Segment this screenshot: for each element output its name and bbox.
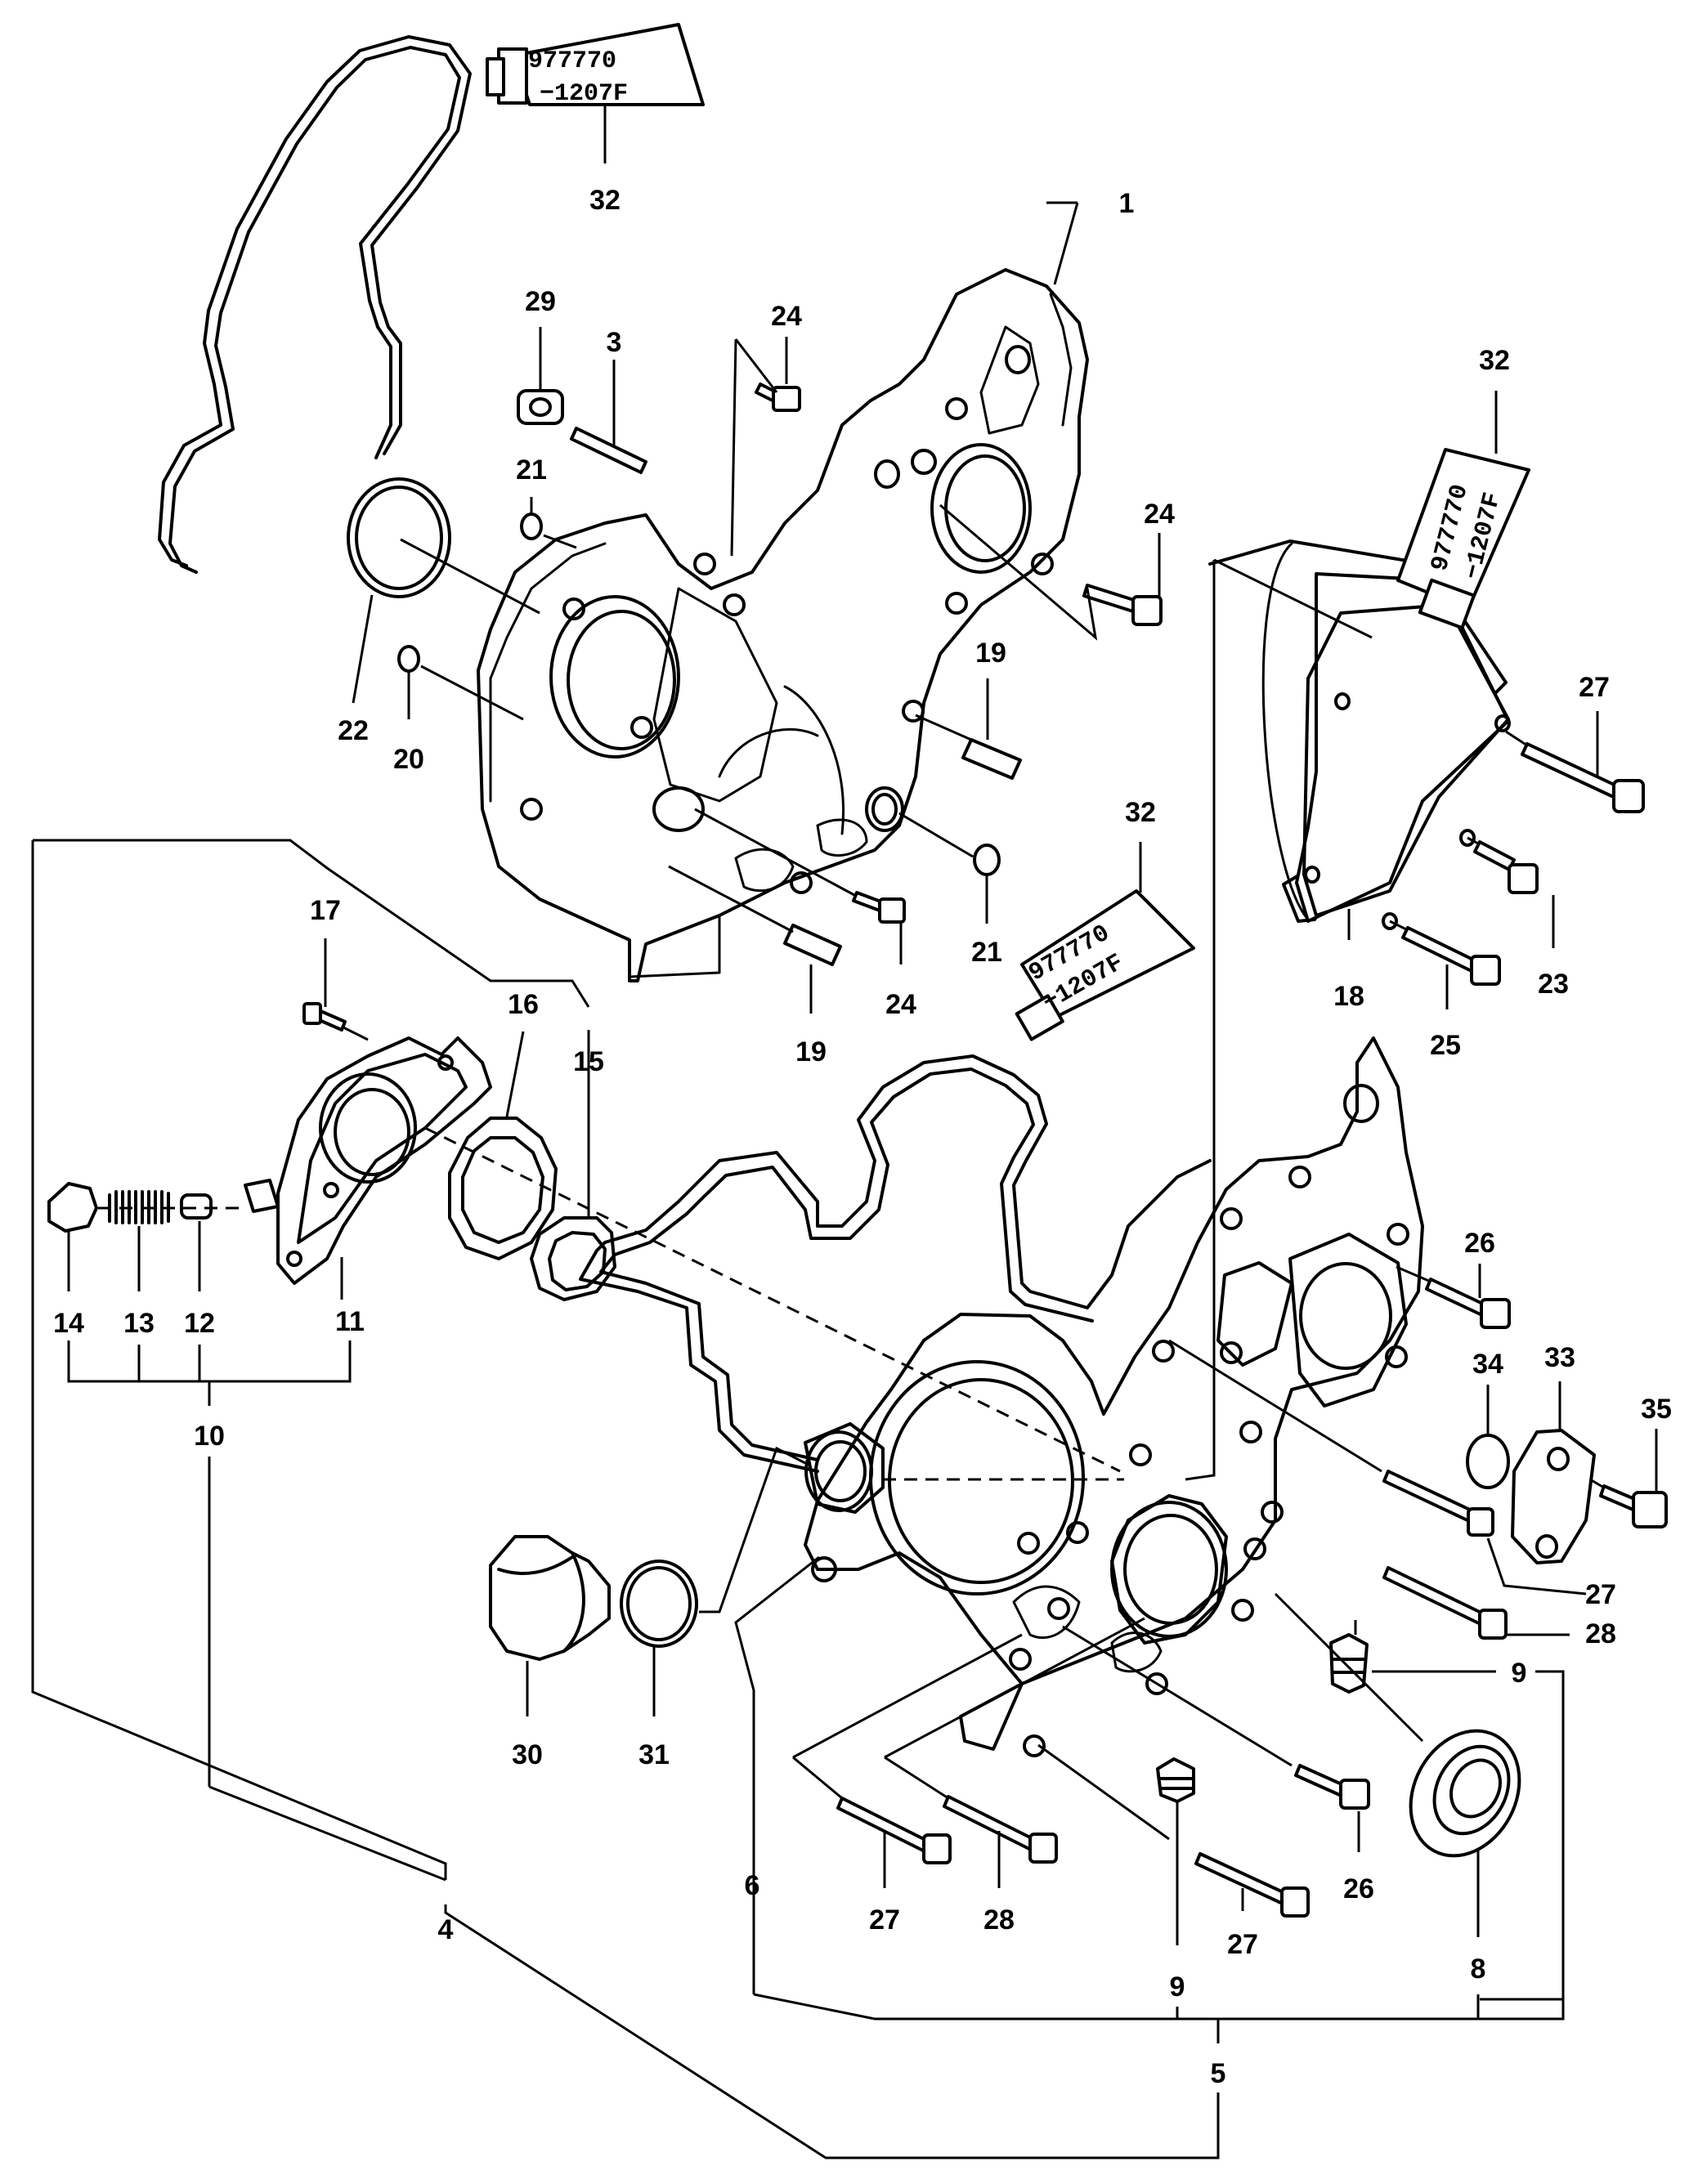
callout-32-center: 32: [1125, 797, 1156, 828]
callout-17-screw: 17: [302, 895, 369, 1041]
callout-8: 8: [1471, 1954, 1486, 1985]
sealant-tube-top-left: 977770 −1207F 32: [486, 23, 705, 216]
callout-30: 30: [512, 1739, 543, 1770]
callout-6: 6: [745, 1870, 760, 1901]
callout-28-bottom: 28: [983, 1904, 1015, 1936]
callout-5: 5: [1211, 2058, 1226, 2089]
bolt-27-right: 27: [1168, 1339, 1616, 1610]
bracket-4-top: [33, 839, 590, 1008]
o-ring-31: 31: [620, 1446, 806, 1770]
lower-gasket: [579, 1054, 1212, 1473]
bracket-5: 5: [753, 1993, 1565, 2117]
callout-26-lower: 26: [1343, 1873, 1374, 1904]
callout-4: 4: [438, 1914, 454, 1945]
bolt-25: 25: [1389, 920, 1501, 1061]
cover-18: 18: [1185, 539, 1511, 1481]
callout-32-top: 32: [589, 185, 621, 216]
callout-10: 10: [194, 1421, 225, 1452]
callout-33: 33: [1544, 1342, 1575, 1373]
callout-25: 25: [1430, 1030, 1461, 1061]
callout-9-upper: 9: [1512, 1658, 1527, 1689]
callout-23: 23: [1538, 969, 1569, 1000]
bolt-23: 23: [1467, 836, 1569, 1000]
valve-12: 12: [180, 1193, 215, 1339]
o-ring-34: 34: [1466, 1349, 1510, 1489]
bolt-26-upper: 26: [1396, 1228, 1511, 1329]
bolt-28-bottom: 28: [884, 1617, 1145, 1936]
sealant-tube-center: 977770 −1207F 32: [1015, 797, 1195, 1041]
outer-rotor-16: 16: [448, 989, 558, 1260]
upper-gear-case-1: [477, 268, 1089, 982]
filler-cap-30: 30: [489, 1535, 611, 1770]
plug-14: 14: [47, 1182, 98, 1339]
callout-12: 12: [184, 1308, 215, 1339]
callout-24-top: 24: [771, 301, 802, 332]
dowel-19-right: 19: [915, 638, 1022, 780]
callout-31: 31: [638, 1739, 670, 1770]
callout-27-cover: 27: [1579, 672, 1610, 703]
bracket-10: 10: [67, 1340, 352, 1787]
callout-27-bottom-left: 27: [869, 1904, 900, 1936]
callout-11: 11: [335, 1306, 365, 1337]
callout-1: 1: [1119, 188, 1135, 219]
callout-34: 34: [1472, 1349, 1503, 1380]
small-o-ring-20: 20: [393, 645, 524, 775]
lower-gear-case-6: 6: [734, 1036, 1424, 1994]
bolt-28-right: 28: [1382, 1566, 1616, 1649]
callout-17: 17: [310, 895, 341, 926]
bolt-35: 35: [1589, 1394, 1672, 1528]
callout-20: 20: [393, 744, 424, 775]
callout-28-right: 28: [1585, 1618, 1616, 1649]
bolt-24-top: 24: [730, 301, 802, 557]
callout-9-lower: 9: [1170, 1971, 1185, 2003]
tube-label-line2: −1207F: [540, 80, 628, 108]
tube-label-line1: 977770: [528, 47, 616, 75]
callout-27-right: 27: [1585, 1579, 1616, 1610]
callout-27-lower-right: 27: [1227, 1929, 1258, 1960]
callout-21-lower: 21: [971, 937, 1002, 968]
callout-35: 35: [1641, 1394, 1672, 1425]
bolt-27-lower-right: 27: [1037, 1743, 1310, 1960]
spring-13: 13: [108, 1190, 170, 1339]
small-o-ring-21-lower: 21: [898, 812, 1002, 968]
stud-3: 3: [570, 327, 647, 474]
bolt-24-bottom: 24: [694, 808, 916, 1020]
bolt-27-cover: 27: [1505, 672, 1645, 813]
callout-16: 16: [508, 989, 539, 1020]
axis-oil-pump: [424, 1126, 1121, 1473]
callout-1-group: 1: [1046, 188, 1135, 285]
callout-19-bottom: 19: [795, 1036, 827, 1067]
callout-24-right: 24: [1144, 499, 1175, 530]
bolt-24-right: 24: [939, 499, 1175, 641]
callout-32-right: 32: [1479, 345, 1510, 376]
inner-rotor-15: 15: [530, 1030, 616, 1301]
callout-15: 15: [573, 1046, 604, 1077]
large-o-ring-22: 22: [338, 477, 540, 746]
oil-pump-body-11: 11: [244, 1036, 492, 1337]
small-o-ring-21-upper: 21: [516, 454, 577, 549]
callout-19-right: 19: [975, 638, 1006, 669]
oil-seal-8: 8: [1409, 1729, 1521, 1985]
sealant-tube-right: 977770 −1207F 32: [1396, 345, 1530, 630]
callout-22: 22: [338, 715, 369, 746]
bolt-27-bottom-left: 27: [792, 1633, 1023, 1936]
callout-24-bottom: 24: [885, 989, 916, 1020]
nut-29: 29: [517, 286, 564, 425]
callout-13: 13: [123, 1308, 155, 1339]
upper-gasket: [158, 35, 472, 574]
callout-3: 3: [607, 327, 622, 358]
callout-26-upper: 26: [1464, 1228, 1495, 1259]
plug-9-lower: 9: [1156, 1757, 1195, 2019]
dowel-19-bottom: 19: [668, 865, 842, 1067]
bolt-26-lower: 26: [1062, 1625, 1374, 1904]
bracket-4: 4: [31, 840, 1220, 2159]
callout-18: 18: [1333, 981, 1364, 1012]
callout-29: 29: [525, 286, 556, 317]
plate-33: 33: [1511, 1342, 1596, 1564]
seal-leader: [1274, 1592, 1424, 1743]
callout-14: 14: [53, 1308, 84, 1339]
callout-21-upper: 21: [516, 454, 547, 486]
